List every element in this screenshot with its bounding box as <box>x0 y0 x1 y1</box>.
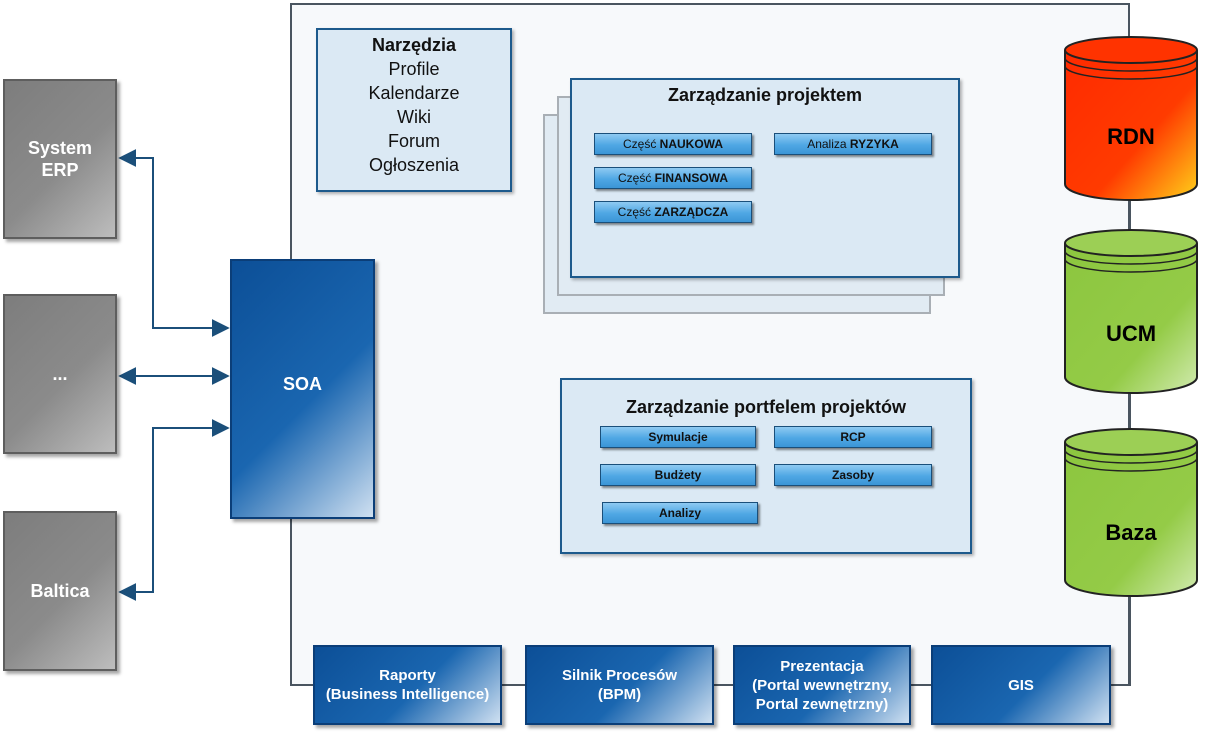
presentation-portal-box[interactable]: Prezentacja (Portal wewnętrzny, Portal z… <box>733 645 911 725</box>
tools-panel: Narzędzia Profile Kalendarze Wiki Forum … <box>316 28 512 192</box>
module-analyses-label: Analizy <box>658 506 701 520</box>
reports-bi-line2: (Business Intelligence) <box>325 686 490 703</box>
external-system-erp-label-1: System <box>27 138 93 158</box>
module-simulations[interactable]: Symulacje <box>600 426 756 448</box>
gis-box[interactable]: GIS <box>931 645 1111 725</box>
reports-bi-box[interactable]: Raporty (Business Intelligence) <box>313 645 502 725</box>
external-system-baltica-label: Baltica <box>30 581 90 601</box>
module-financial-part[interactable]: Część FINANSOWA <box>594 167 752 189</box>
module-scientific-part[interactable]: Część NAUKOWA <box>594 133 752 155</box>
presentation-line1: Prezentacja <box>780 657 864 675</box>
erp-soa-connector <box>118 149 230 337</box>
database-baza-cylinder-icon <box>1064 428 1198 597</box>
tools-item-calendars[interactable]: Kalendarze <box>368 83 460 103</box>
database-ucm[interactable]: UCM <box>1063 227 1199 399</box>
baltica-soa-connector <box>118 419 230 601</box>
module-risk-analysis[interactable]: Analiza RYZYKA <box>774 133 932 155</box>
external-system-erp-label-2: ERP <box>41 160 79 180</box>
module-resources-label: Zasoby <box>831 468 874 482</box>
gis-label: GIS <box>1008 676 1034 694</box>
tools-item-wiki[interactable]: Wiki <box>397 107 431 127</box>
module-rcp-label: RCP <box>840 430 866 444</box>
database-baza[interactable]: Baza <box>1063 426 1199 602</box>
module-risk-prefix: Analiza <box>807 137 847 151</box>
module-management-name: ZARZĄDCZA <box>654 205 729 219</box>
module-budgets[interactable]: Budżety <box>600 464 756 486</box>
module-resources[interactable]: Zasoby <box>774 464 932 486</box>
database-ucm-label: UCM <box>1105 321 1157 346</box>
bpm-engine-box[interactable]: Silnik Procesów (BPM) <box>525 645 714 725</box>
module-analyses[interactable]: Analizy <box>602 502 758 524</box>
tools-item-profile[interactable]: Profile <box>388 59 440 79</box>
module-budgets-label: Budżety <box>654 468 702 482</box>
module-financial-name: FINANSOWA <box>654 171 729 185</box>
module-management-part[interactable]: Część ZARZĄDCZA <box>594 201 752 223</box>
tools-title: Narzędzia <box>371 35 457 55</box>
database-rdn[interactable]: RDN <box>1063 34 1199 206</box>
bpm-engine-line2: (BPM) <box>597 686 642 703</box>
tools-item-announcements[interactable]: Ogłoszenia <box>368 155 460 175</box>
reports-bi-line1: Raporty <box>379 667 436 684</box>
external-system-other-label: ... <box>52 364 68 384</box>
soa-label: SOA <box>282 373 322 394</box>
module-rcp[interactable]: RCP <box>774 426 932 448</box>
module-financial-prefix: Część <box>617 171 652 185</box>
presentation-line3: Portal zewnętrzny) <box>755 695 889 713</box>
external-system-baltica[interactable]: Baltica <box>3 511 117 671</box>
tools-item-forum[interactable]: Forum <box>387 131 440 151</box>
module-scientific-name: NAUKOWA <box>659 137 723 151</box>
module-simulations-label: Symulacje <box>648 430 708 444</box>
project-management-title: Zarządzanie projektem <box>667 85 863 105</box>
database-ucm-cylinder-icon <box>1064 229 1198 394</box>
module-management-prefix: Część <box>617 205 651 219</box>
module-risk-name: RYZYKA <box>849 137 899 151</box>
soa-box[interactable]: SOA <box>230 259 375 519</box>
database-rdn-cylinder-icon <box>1064 36 1198 201</box>
bpm-engine-line1: Silnik Procesów <box>561 667 678 684</box>
presentation-line2: (Portal wewnętrzny, <box>752 676 892 694</box>
external-system-other[interactable]: ... <box>3 294 117 454</box>
database-baza-label: Baza <box>1105 520 1157 545</box>
database-rdn-label: RDN <box>1107 124 1155 149</box>
module-scientific-prefix: Część <box>622 137 657 151</box>
external-system-erp[interactable]: System ERP <box>3 79 117 239</box>
portfolio-management-title: Zarządzanie portfelem projektów <box>625 397 907 417</box>
